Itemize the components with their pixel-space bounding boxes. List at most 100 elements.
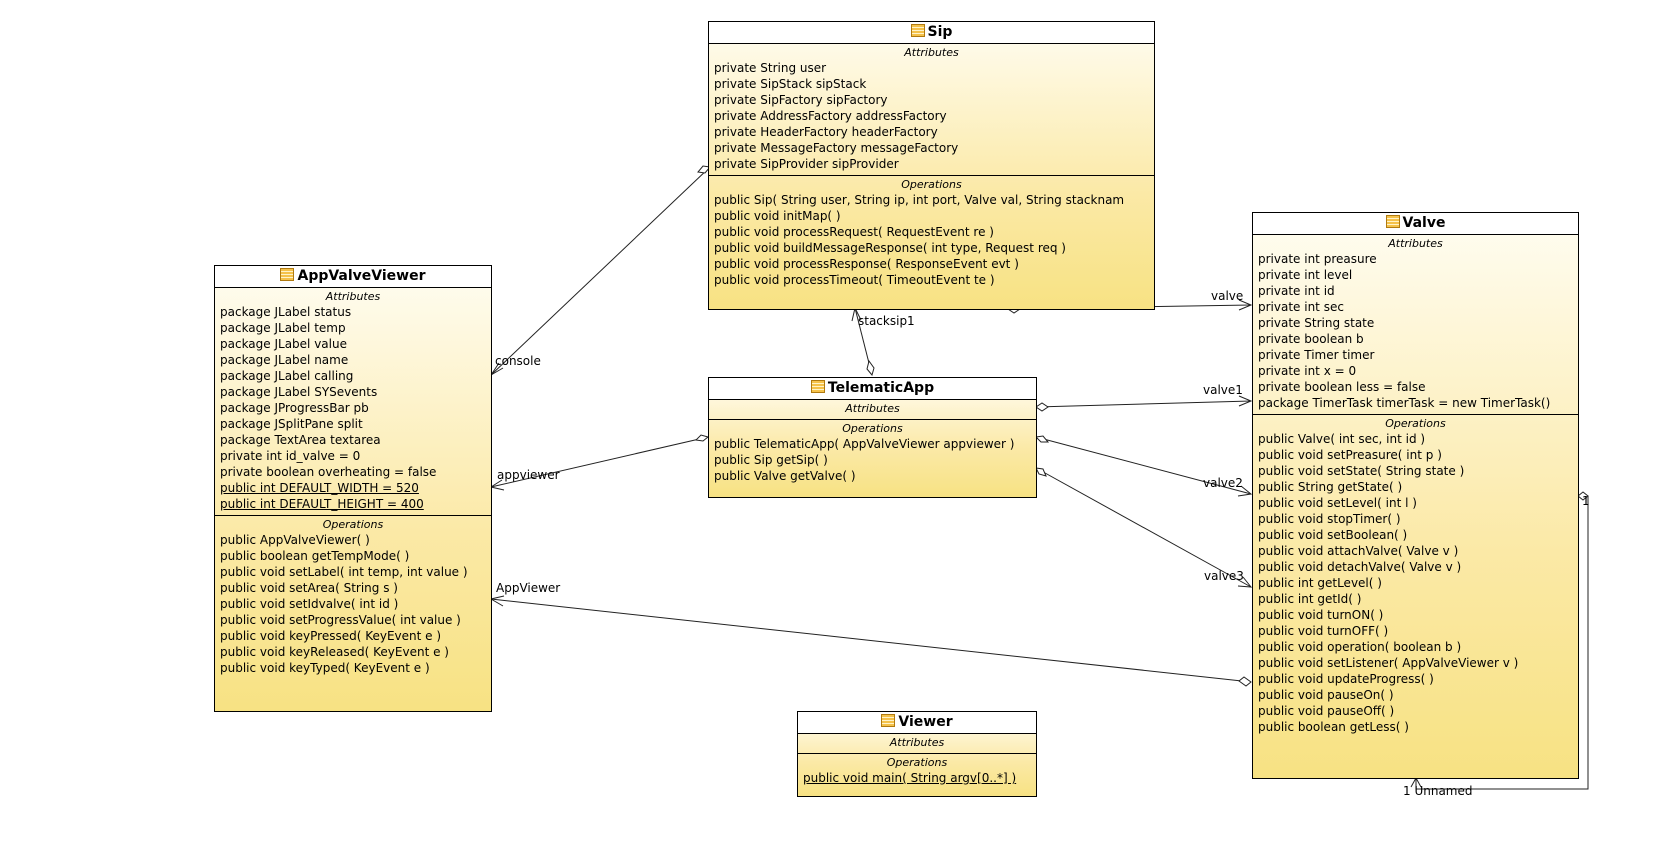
class-header: TelematicApp [709, 378, 1036, 400]
operations-title: Operations [1385, 417, 1446, 430]
operation: public int getId( ) [1258, 592, 1362, 606]
operation: public TelematicApp( AppValveViewer appv… [714, 437, 1015, 451]
attribute: private int id_valve = 0 [220, 449, 361, 463]
class-sip[interactable]: Sip Attributes private String user priva… [708, 21, 1155, 310]
attribute: package TimerTask timerTask = new TimerT… [1258, 396, 1551, 410]
label-appviewer-valve: AppViewer [496, 581, 561, 595]
attribute: package JLabel SYSevents [220, 385, 378, 399]
operation: public void buildMessageResponse( int ty… [714, 241, 1066, 255]
class-viewer[interactable]: Viewer Attributes Operations public void… [797, 711, 1037, 797]
operation: public void keyTyped( KeyEvent e ) [220, 661, 430, 675]
class-header: Sip [709, 22, 1154, 44]
operation: public String getState( ) [1258, 480, 1403, 494]
class-appvalveviewer[interactable]: AppValveViewer Attributes package JLabel… [214, 265, 492, 712]
static-attribute: public int DEFAULT_WIDTH = 520 [220, 481, 419, 495]
class-name: Viewer [898, 714, 953, 730]
operation: public void setBoolean( ) [1258, 528, 1408, 542]
operations-section: Operations public Valve( int sec, int id… [1253, 414, 1578, 738]
relation-telematic-valve2 [1034, 435, 1253, 497]
operation: public void processTimeout( TimeoutEvent… [714, 273, 995, 287]
attribute: private SipStack sipStack [714, 77, 867, 91]
attribute: private HeaderFactory headerFactory [714, 125, 938, 139]
attribute: private Timer timer [1258, 348, 1375, 362]
operation: public void processRequest( RequestEvent… [714, 225, 994, 239]
attribute: private int level [1258, 268, 1353, 282]
relation-sip-console [490, 165, 711, 376]
class-name: Sip [927, 24, 953, 40]
label-self-multiplicity: 1 [1582, 494, 1590, 508]
attribute: private String state [1258, 316, 1375, 330]
attributes-title: Attributes [1388, 237, 1443, 250]
operation: public void updateProgress( ) [1258, 672, 1434, 686]
operation: public Sip( String user, String ip, int … [714, 193, 1125, 207]
operation: public void keyPressed( KeyEvent e ) [220, 629, 442, 643]
operations-section: Operations public void main( String argv… [798, 753, 1036, 789]
label-valve: valve [1211, 289, 1244, 303]
operation: public void pauseOn( ) [1258, 688, 1394, 702]
class-header: AppValveViewer [215, 266, 491, 288]
class-header: Viewer [798, 712, 1036, 734]
label-appviewer: appviewer [497, 468, 560, 482]
attributes-section: Attributes [709, 400, 1036, 419]
operation: public void setLevel( int l ) [1258, 496, 1417, 510]
attribute: private boolean less = false [1258, 380, 1426, 394]
operations-title: Operations [322, 518, 384, 531]
class-icon [280, 268, 295, 281]
attributes-section: Attributes private String user private S… [709, 44, 1154, 175]
attributes-section: Attributes package JLabel status package… [215, 288, 491, 515]
operations-title: Operations [886, 756, 948, 769]
attributes-title: Attributes [904, 46, 959, 59]
operation: public void detachValve( Valve v ) [1258, 560, 1462, 574]
attribute: package JProgressBar pb [220, 401, 369, 415]
attributes-title: Attributes [845, 402, 900, 415]
operation: public void setPreasure( int p ) [1258, 448, 1442, 462]
attribute: private int sec [1258, 300, 1344, 314]
attribute: package JSplitPane split [220, 417, 363, 431]
class-valve[interactable]: Valve Attributes private int preasure pr… [1252, 212, 1579, 779]
attribute: private MessageFactory messageFactory [714, 141, 959, 155]
class-icon [910, 24, 925, 37]
operation: public void initMap( ) [714, 209, 841, 223]
attribute: private SipFactory sipFactory [714, 93, 888, 107]
operation: public AppValveViewer( ) [220, 533, 370, 547]
operation: public Valve( int sec, int id ) [1258, 432, 1426, 446]
relation-telematic-stacksip [851, 306, 875, 377]
operation: public void operation( boolean b ) [1258, 640, 1462, 654]
label-unnamed: 1 Unnamed [1403, 784, 1473, 798]
operation: public void processResponse( ResponseEve… [714, 257, 1019, 271]
attribute: private int preasure [1258, 252, 1377, 266]
label-valve1: valve1 [1203, 383, 1243, 397]
operation: public void setLabel( int temp, int valu… [220, 565, 468, 579]
attribute: private String user [714, 61, 827, 75]
class-icon [1385, 215, 1400, 228]
label-valve2: valve2 [1203, 476, 1243, 490]
class-icon [810, 380, 825, 393]
operation: public Valve getValve( ) [714, 469, 856, 483]
static-operation: public void main( String argv[0..*] ) [803, 771, 1017, 785]
attributes-section: Attributes [798, 734, 1036, 753]
operation: public boolean getLess( ) [1258, 720, 1409, 734]
operation: public void stopTimer( ) [1258, 512, 1401, 526]
attribute: package JLabel temp [220, 321, 346, 335]
attribute: package JLabel status [220, 305, 352, 319]
class-name: AppValveViewer [297, 268, 426, 284]
label-stacksip1: stacksip1 [858, 314, 915, 328]
operation: public void pauseOff( ) [1258, 704, 1395, 718]
class-icon [881, 714, 896, 727]
class-header: Valve [1253, 213, 1578, 235]
attribute: package TextArea textarea [220, 433, 381, 447]
operation: public void setState( String state ) [1258, 464, 1465, 478]
operation: public void turnON( ) [1258, 608, 1384, 622]
relation-valve-self [1410, 491, 1589, 790]
attribute: package JLabel value [220, 337, 347, 351]
class-name: Valve [1402, 215, 1446, 231]
label-valve3: valve3 [1204, 569, 1244, 583]
static-attribute: public int DEFAULT_HEIGHT = 400 [220, 497, 424, 511]
operations-title: Operations [901, 178, 962, 191]
operation: public boolean getTempMode( ) [220, 549, 410, 563]
operation: public void turnOFF( ) [1258, 624, 1389, 638]
attributes-title: Attributes [325, 290, 381, 303]
label-console: console [495, 354, 541, 368]
class-telematicapp[interactable]: TelematicApp Attributes Operations publi… [708, 377, 1037, 498]
operation: public Sip getSip( ) [714, 453, 828, 467]
